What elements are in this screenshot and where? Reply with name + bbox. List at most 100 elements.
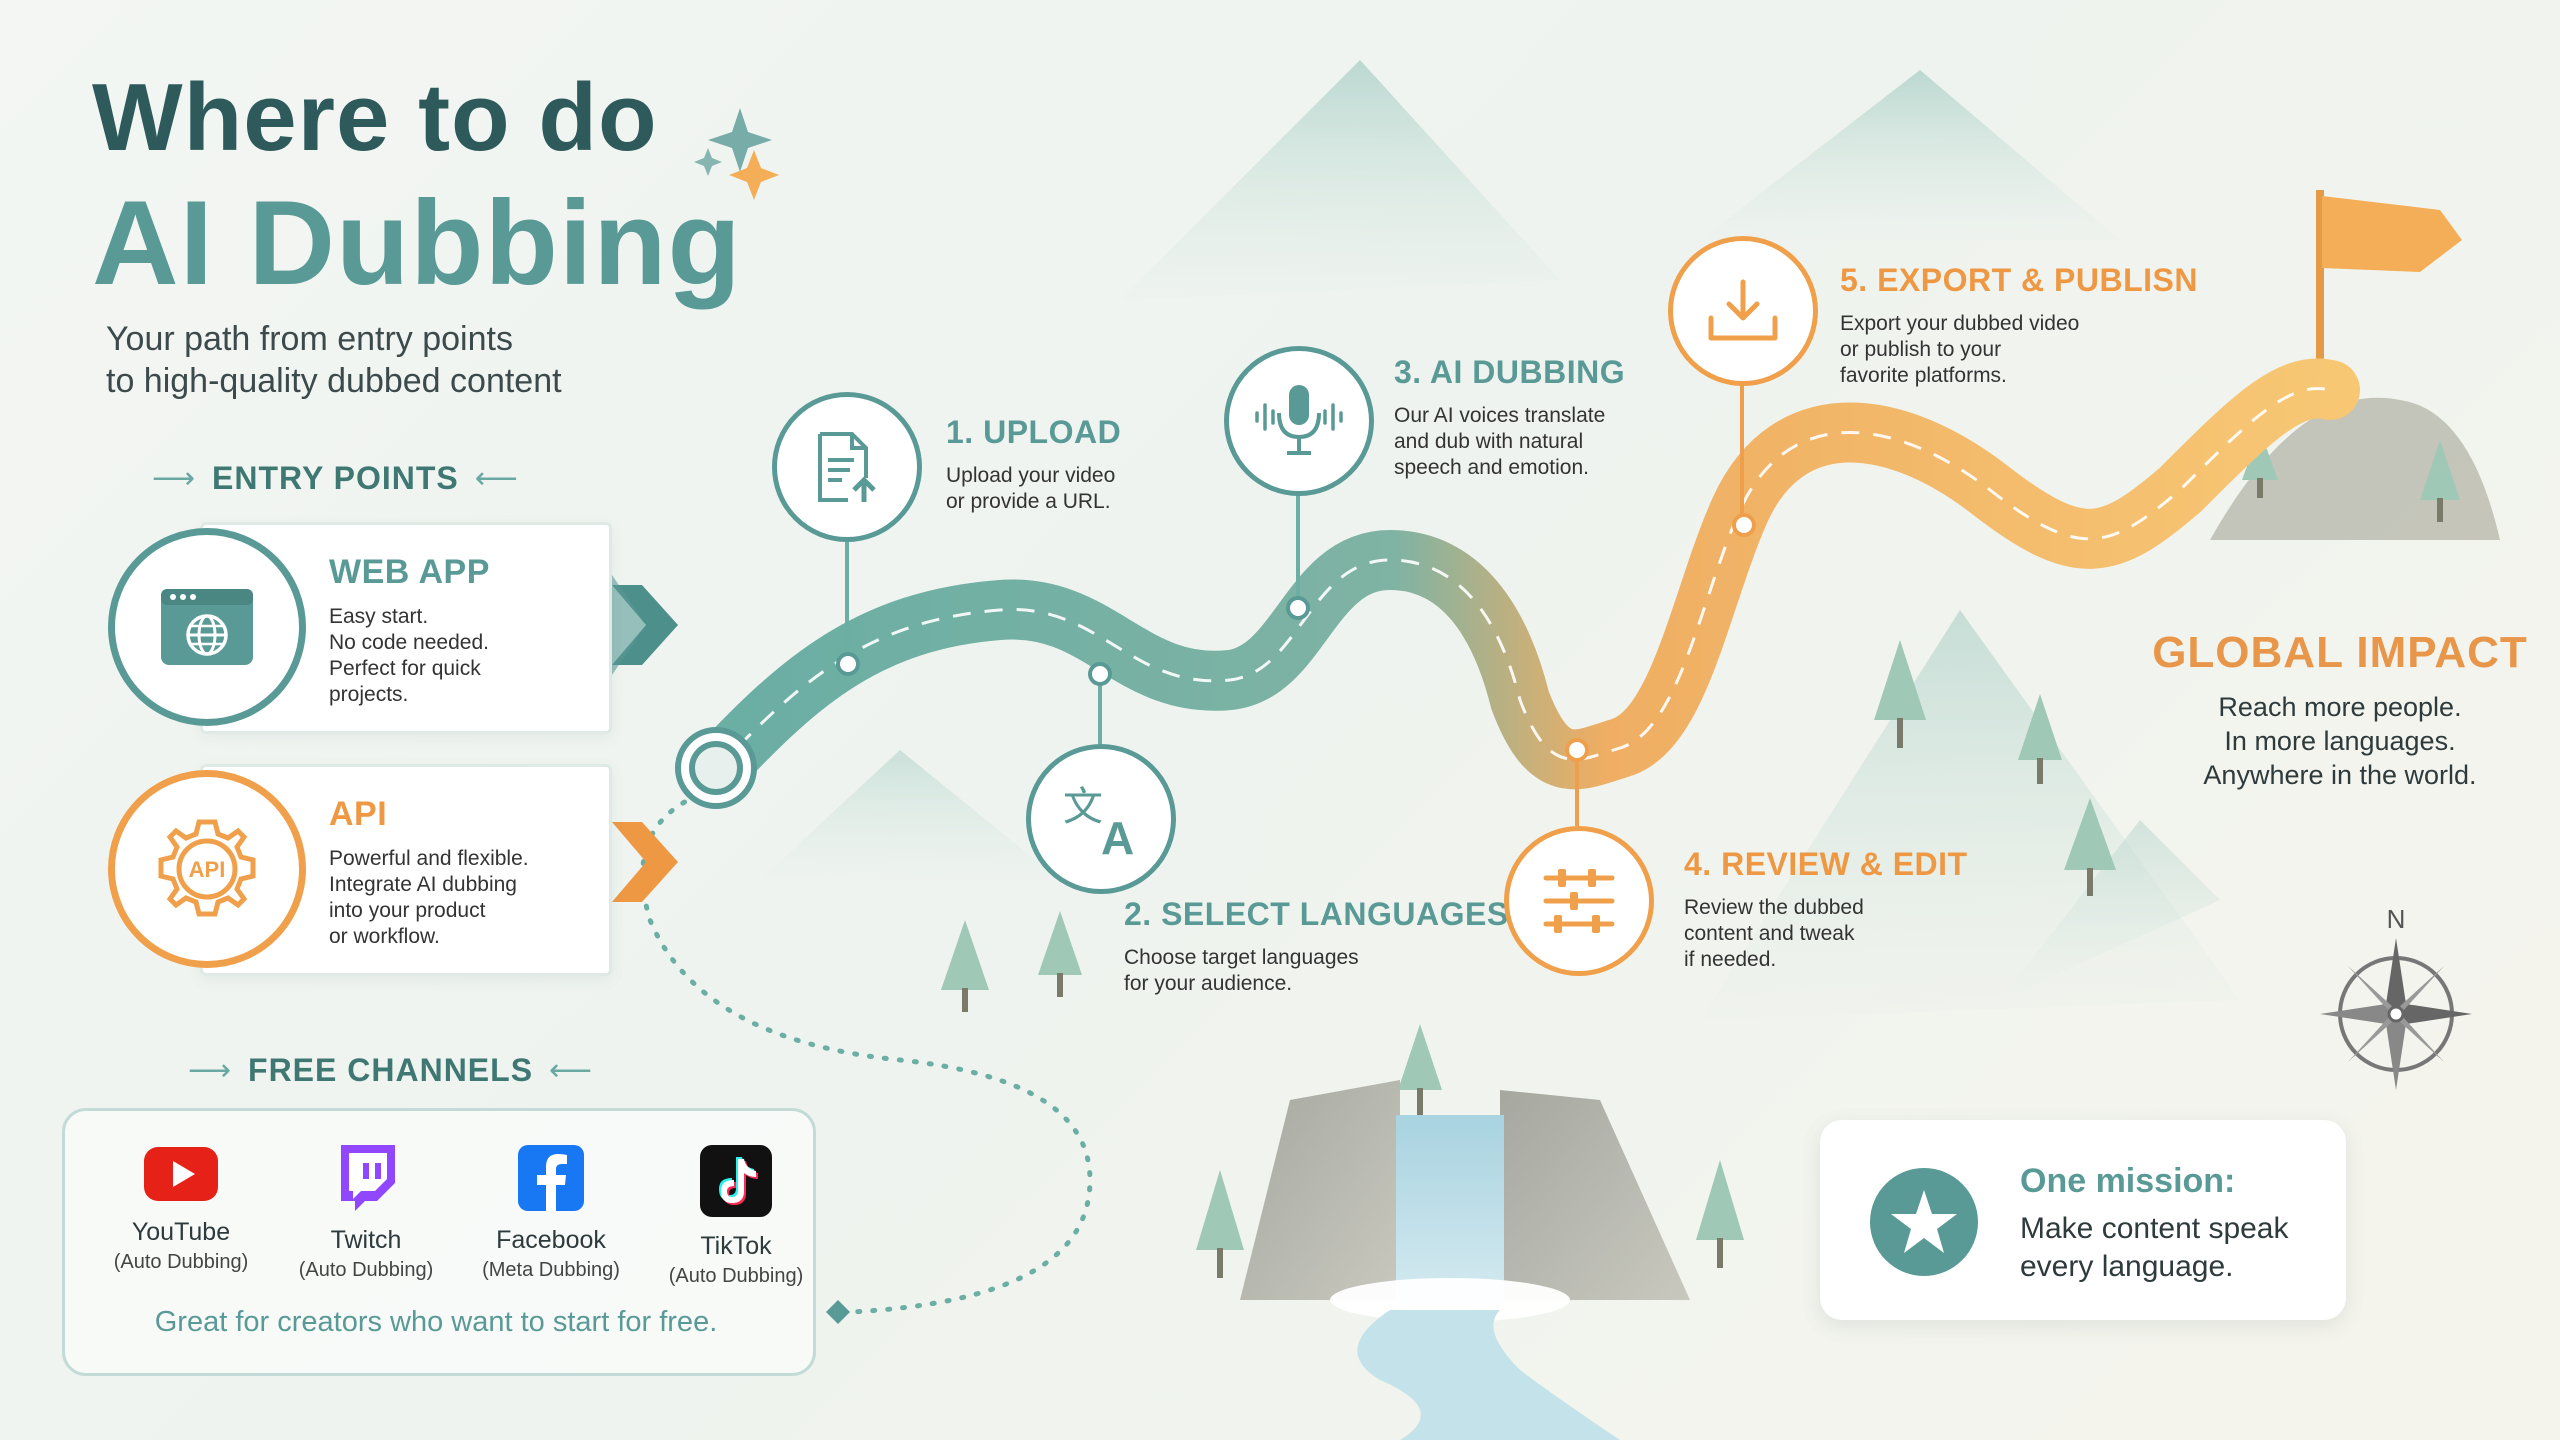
api-description: Powerful and flexible. Integrate AI dubb… (329, 846, 529, 950)
step-description: Export your dubbed video or publish to y… (1840, 311, 2198, 389)
mission-text: Make content speak every language. (2020, 1210, 2289, 1286)
step-description: Our AI voices translate and dub with nat… (1394, 403, 1625, 481)
api-title: API (329, 795, 388, 833)
tiktok-icon (700, 1145, 772, 1217)
api-line: or workflow. (329, 925, 440, 948)
web-app-line: Perfect for quick (329, 657, 481, 680)
page-title-line-1: Where to do (92, 64, 658, 171)
step-line: if needed. (1684, 948, 1777, 971)
mission-title: One mission: (2020, 1162, 2236, 1200)
step-line: for your audience. (1124, 972, 1293, 995)
entry-points-heading: ⟶ ENTRY POINTS ⟵ (152, 460, 519, 497)
step-export-badge (1668, 236, 1818, 386)
step-line: Review the dubbed (1684, 896, 1864, 919)
channel-twitch[interactable]: Twitch (Auto Dubbing) (276, 1143, 456, 1282)
page-title-line-2: AI Dubbing (92, 176, 742, 310)
step-review-badge (1504, 826, 1654, 976)
step-line: or publish to your (1840, 338, 2002, 361)
step-line: and dub with natural (1394, 430, 1584, 453)
step-line: Upload your video (946, 464, 1116, 487)
web-app-description: Easy start. No code needed. Perfect for … (329, 604, 490, 708)
step-select-languages: 2. SELECT LANGUAGES Choose target langua… (1124, 896, 1509, 997)
sliders-icon (1543, 869, 1615, 933)
compass: N (2316, 904, 2476, 1094)
step-title: 4. REVIEW & EDIT (1684, 846, 1968, 882)
channel-tiktok[interactable]: TikTok (Auto Dubbing) (646, 1143, 826, 1288)
free-channels-footer: Great for creators who want to start for… (154, 1306, 718, 1338)
arrow-left-icon: ⟵ (549, 1054, 594, 1087)
entry-points-heading-label: ENTRY POINTS (212, 460, 459, 496)
mission-card: One mission: Make content speak every la… (1820, 1120, 2346, 1320)
channel-sub: (Meta Dubbing) (482, 1259, 620, 1281)
channel-name: YouTube (131, 1218, 231, 1246)
channel-name: Facebook (496, 1226, 606, 1254)
star-icon (1870, 1168, 1978, 1276)
api-line: into your product (329, 899, 486, 922)
global-impact-line: Anywhere in the world. (2203, 760, 2477, 790)
global-impact-line: Reach more people. (2218, 692, 2462, 722)
step-description: Choose target languages for your audienc… (1124, 945, 1509, 997)
api-line: Powerful and flexible. (329, 847, 529, 870)
channel-facebook[interactable]: Facebook (Meta Dubbing) (461, 1143, 641, 1282)
web-app-badge (108, 528, 306, 726)
browser-globe-icon (161, 589, 253, 665)
step-languages-badge: 文 A (1026, 744, 1176, 894)
channel-name: TikTok (700, 1232, 772, 1260)
step-title: 5. EXPORT & PUBLISN (1840, 262, 2198, 298)
step-line: Choose target languages (1124, 946, 1359, 969)
mission-line: every language. (2020, 1250, 2234, 1283)
global-impact-title: GLOBAL IMPACT (2152, 628, 2528, 677)
step-line: content and tweak (1684, 922, 1855, 945)
twitch-icon (341, 1145, 395, 1211)
arrow-right-icon: ⟶ (152, 462, 197, 495)
channel-sub: (Auto Dubbing) (668, 1265, 804, 1287)
global-impact-line: In more languages. (2224, 726, 2456, 756)
step-export-publish: 5. EXPORT & PUBLISN Export your dubbed v… (1840, 262, 2198, 389)
web-app-line: projects. (329, 683, 409, 706)
facebook-icon (518, 1145, 584, 1211)
subtitle-line-2: to high-quality dubbed content (106, 362, 562, 400)
step-description: Upload your video or provide a URL. (946, 463, 1121, 515)
web-app-title: WEB APP (329, 553, 490, 591)
channel-sub: (Auto Dubbing) (113, 1251, 249, 1273)
page-subtitle: Your path from entry points to high-qual… (106, 318, 666, 402)
api-line: Integrate AI dubbing (329, 873, 517, 896)
step-line: Export your dubbed video (1840, 312, 2080, 335)
global-impact-text: Reach more people. In more languages. An… (2140, 690, 2540, 792)
api-badge: API (108, 770, 306, 968)
free-channels-box: YouTube (Auto Dubbing) Twitch (Auto Dubb… (62, 1108, 816, 1376)
step-line: speech and emotion. (1394, 456, 1589, 479)
api-icon-lettering: API (189, 857, 226, 882)
step-line: or provide a URL. (946, 490, 1111, 513)
api-gear-icon: API (158, 819, 256, 917)
web-app-line: No code needed. (329, 631, 489, 654)
step-ai-dubbing: 3. AI DUBBING Our AI voices translate an… (1394, 354, 1625, 481)
step-line: favorite platforms. (1840, 364, 2007, 387)
step-title: 2. SELECT LANGUAGES (1124, 896, 1509, 932)
upload-document-icon (818, 432, 876, 502)
step-title: 1. UPLOAD (946, 414, 1122, 450)
translate-icon: 文 A (1063, 784, 1134, 858)
channel-youtube[interactable]: YouTube (Auto Dubbing) (91, 1143, 271, 1274)
arrow-left-icon: ⟵ (474, 462, 519, 495)
translate-icon-letter: A (1101, 812, 1134, 858)
web-app-line: Easy start. (329, 605, 429, 628)
microphone-icon (1255, 385, 1343, 455)
download-icon (1708, 279, 1778, 341)
step-upload-badge (772, 392, 922, 542)
step-upload: 1. UPLOAD Upload your video or provide a… (946, 414, 1121, 515)
channel-sub: (Auto Dubbing) (298, 1259, 434, 1281)
compass-north-label: N (2386, 904, 2406, 934)
step-review-edit: 4. REVIEW & EDIT Review the dubbed conte… (1684, 846, 1968, 973)
free-channels-heading-label: FREE CHANNELS (248, 1052, 534, 1088)
free-channels-heading: ⟶ FREE CHANNELS ⟵ (188, 1052, 593, 1089)
translate-icon-glyph: 文 (1063, 784, 1103, 830)
step-description: Review the dubbed content and tweak if n… (1684, 895, 1968, 973)
step-ai-dubbing-badge (1224, 346, 1374, 496)
mission-line: Make content speak (2020, 1212, 2289, 1245)
arrow-right-icon: ⟶ (188, 1054, 233, 1087)
youtube-icon (144, 1147, 218, 1201)
compass-icon (2320, 938, 2472, 1090)
step-line: Our AI voices translate (1394, 404, 1606, 427)
